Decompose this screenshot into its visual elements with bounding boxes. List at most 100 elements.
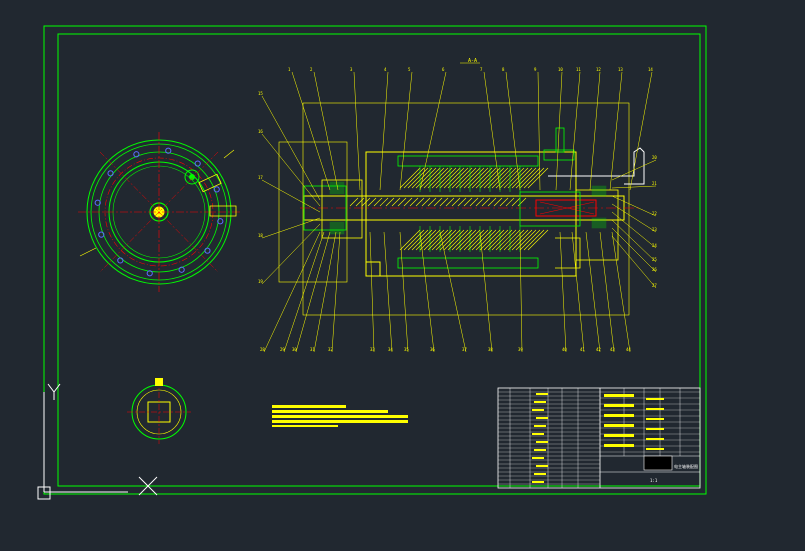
leader-line — [369, 231, 375, 353]
section-label: A-A — [460, 58, 480, 64]
hatch-line — [431, 167, 453, 189]
hatch-line — [367, 197, 377, 207]
leader-line — [611, 195, 657, 217]
hatch-line — [451, 229, 473, 251]
hatch-line — [495, 229, 517, 251]
callout-label: 3 — [350, 67, 353, 72]
hatch-line — [415, 229, 437, 251]
hatch-line — [443, 167, 465, 189]
hatch-line — [443, 229, 465, 251]
bolt-hole — [98, 231, 105, 238]
hatch-line — [431, 229, 453, 251]
technical-notes — [272, 405, 408, 427]
hatch-line — [481, 197, 491, 207]
leader-line — [519, 231, 523, 353]
hatch-line — [475, 197, 485, 207]
leader-line — [611, 203, 657, 233]
drawing-title: 电主轴装配图 — [674, 463, 698, 469]
callout-label: 35 — [404, 347, 409, 352]
hatch-line — [511, 167, 533, 189]
bolt-holes — [94, 147, 224, 277]
hatch-line — [515, 229, 537, 251]
leader-line — [611, 227, 657, 273]
leader-line — [383, 231, 393, 353]
hatch-line — [423, 167, 445, 189]
leader-line — [283, 231, 325, 353]
hatch-line — [439, 197, 449, 207]
leader-line — [555, 71, 563, 191]
hatch-line — [385, 197, 395, 207]
callout-label: 11 — [576, 67, 581, 72]
callout-label: 18 — [258, 233, 263, 238]
callout-label: 8 — [502, 67, 505, 72]
bolt-hole — [178, 266, 185, 273]
callout-label: 21 — [652, 181, 657, 186]
hatch-line — [435, 229, 457, 251]
hatch-line — [487, 167, 509, 189]
hatch-line — [507, 167, 529, 189]
hatch-line — [475, 167, 497, 189]
callout-label: 2 — [310, 67, 313, 72]
bolt-hole — [213, 186, 220, 193]
detail-view — [127, 378, 191, 444]
callout-label: 34 — [388, 347, 393, 352]
hatch-line — [447, 167, 469, 189]
leader-line — [399, 71, 413, 191]
hatch-line — [469, 197, 479, 207]
callout-label: 14 — [648, 67, 653, 72]
callout-label: 16 — [258, 129, 263, 134]
leader-line — [261, 179, 321, 213]
bolt-hole — [217, 218, 224, 225]
hatch-line — [423, 229, 445, 251]
stator-top-hatch — [399, 166, 549, 252]
hatch-line — [511, 229, 533, 251]
leader-line — [479, 231, 493, 353]
hatch-line — [407, 229, 429, 251]
callout-label: 27 — [652, 283, 657, 288]
hatch-line — [451, 197, 461, 207]
hatch-line — [349, 197, 359, 207]
leader-line — [611, 211, 657, 249]
hatch-line — [421, 197, 431, 207]
hatch-line — [403, 229, 425, 251]
leader-line — [331, 231, 341, 353]
hatch-line — [463, 197, 473, 207]
hatch-line — [471, 229, 493, 251]
callout-label: 36 — [430, 347, 435, 352]
leader-line — [559, 231, 567, 353]
callout-label: 24 — [652, 243, 657, 248]
hatch-line — [373, 197, 383, 207]
callout-label: 40 — [562, 347, 567, 352]
hatch-line — [467, 229, 489, 251]
callout-label: 38 — [488, 347, 493, 352]
drawing-scale: 1:1 — [650, 478, 658, 483]
leader-line — [611, 185, 657, 189]
hatch-line — [455, 167, 477, 189]
hatch-line — [463, 229, 485, 251]
bolt-hole — [107, 170, 114, 177]
hatch-line — [355, 197, 365, 207]
leader-line — [261, 133, 321, 207]
shaft-hatch — [349, 197, 527, 207]
callout-label: 17 — [258, 175, 263, 180]
hatch-line — [411, 167, 433, 189]
hatch-line — [427, 229, 449, 251]
hatch-line — [409, 197, 419, 207]
hatch-line — [483, 229, 505, 251]
bolt-hole — [204, 247, 211, 254]
hatch-line — [459, 229, 481, 251]
callout-label: 37 — [462, 347, 467, 352]
leader-line — [419, 231, 435, 353]
leader-line — [399, 231, 409, 353]
bolt-hole — [194, 160, 201, 167]
leader-line — [439, 231, 467, 353]
hatch-line — [399, 167, 421, 189]
callout-label: 1 — [288, 67, 291, 72]
hatch-line — [379, 197, 389, 207]
leader-line — [483, 71, 501, 191]
hatch-line — [517, 197, 527, 207]
